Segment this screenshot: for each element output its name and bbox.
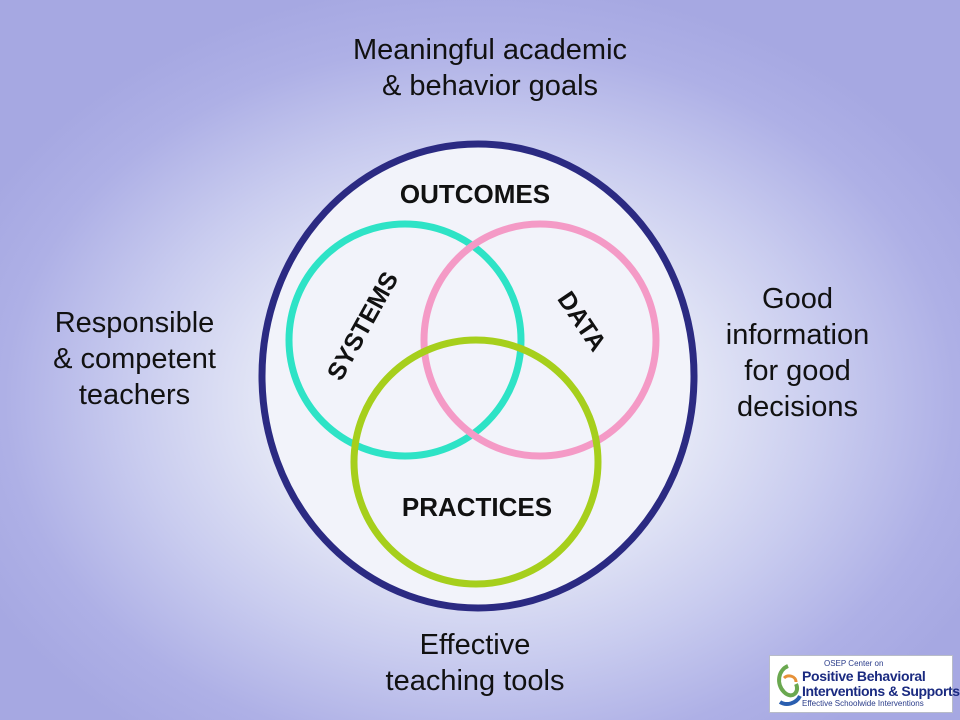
right-label: Good information for good decisions (725, 283, 870, 423)
systems-circle (285, 220, 525, 460)
logo-line-2: Positive Behavioral (802, 668, 926, 684)
practices-label: PRACTICES (402, 492, 552, 522)
pbis-logo: OSEP Center on Positive Behavioral Inter… (769, 655, 960, 713)
logo-line-1: OSEP Center on (824, 659, 884, 668)
data-circle (420, 220, 660, 460)
logo-line-4: Effective Schoolwide Interventions (802, 699, 924, 708)
practices-circle (350, 336, 602, 588)
swirl-icon (777, 664, 802, 706)
top-label: Meaningful academic & behavior goals (352, 34, 628, 102)
bottom-label: Effective teaching tools (385, 629, 565, 697)
left-label: Responsible & competent teachers (53, 307, 216, 411)
outcomes-circle (258, 140, 698, 612)
outcomes-label: OUTCOMES (400, 179, 550, 209)
logo-line-3: Interventions & Supports (802, 683, 960, 699)
